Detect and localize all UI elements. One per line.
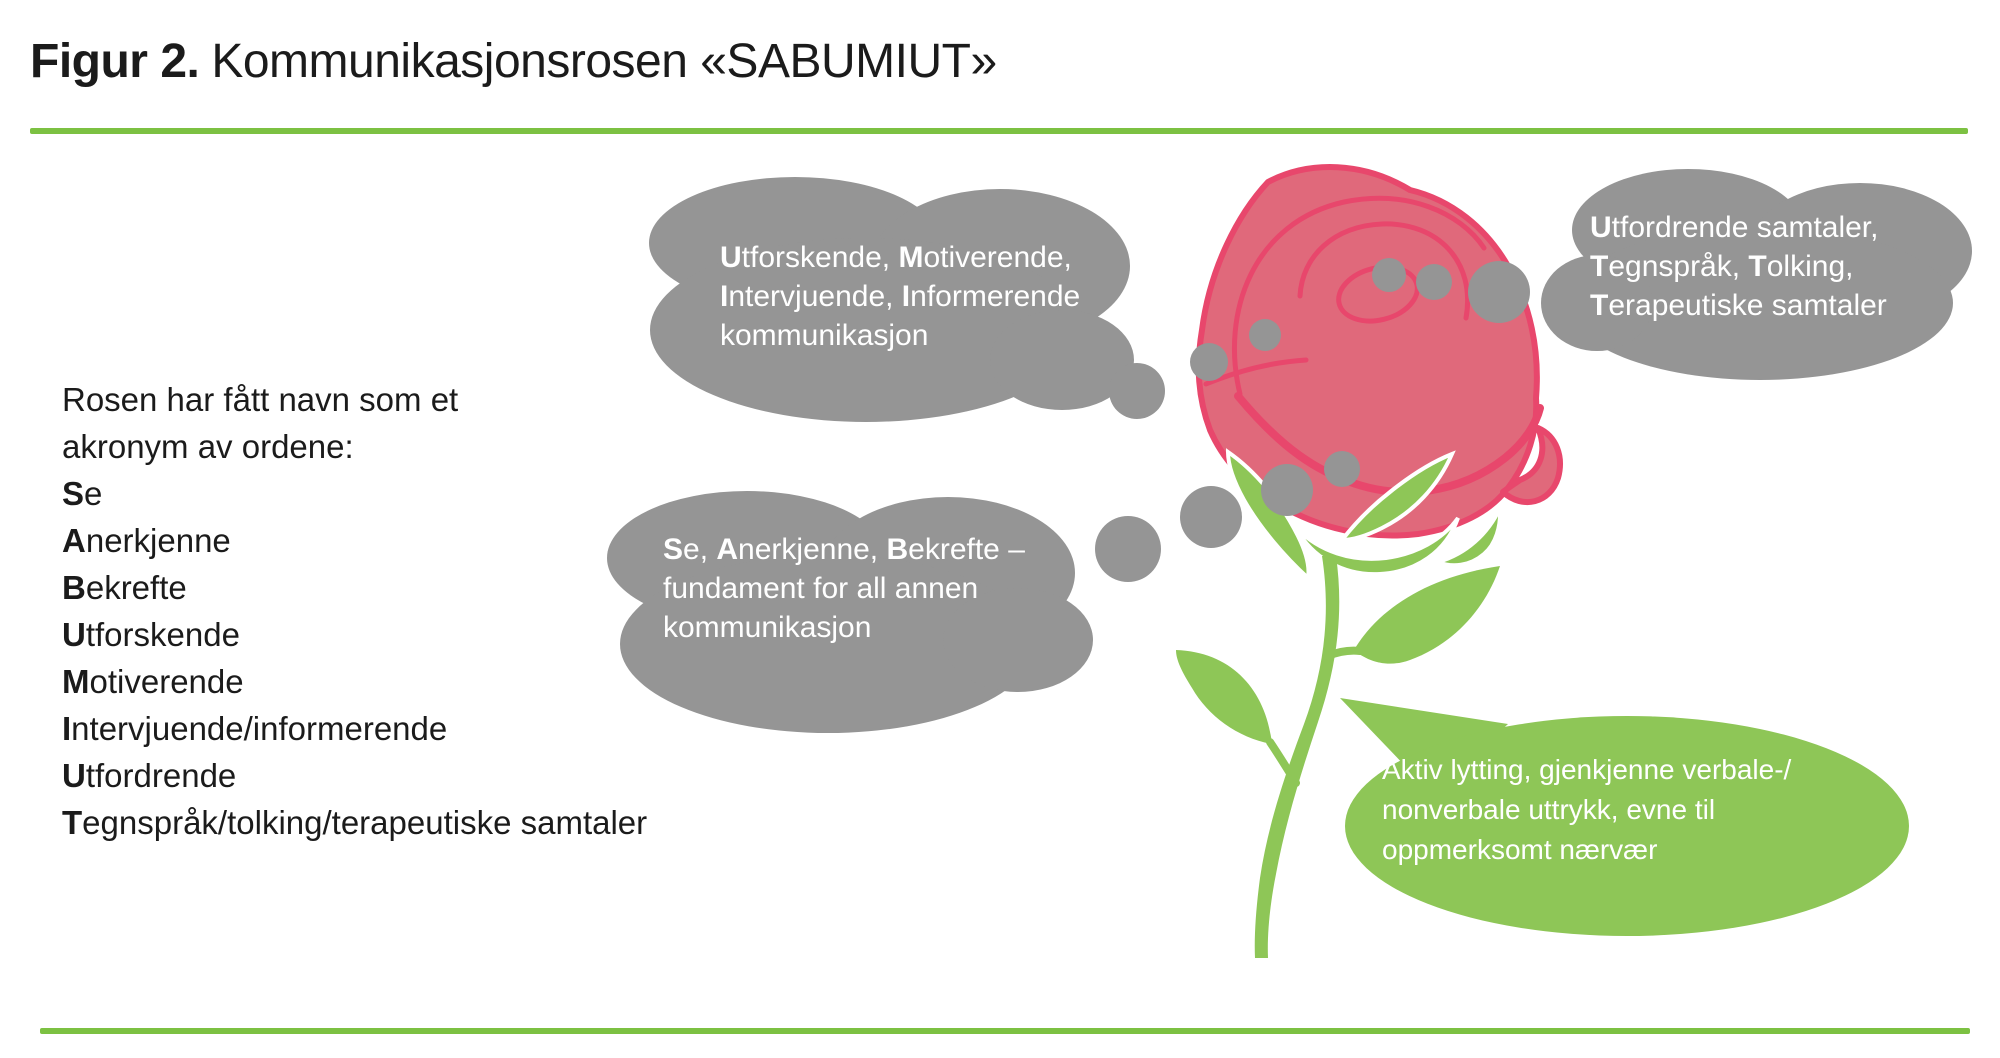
acronym-line: Bekrefte [62, 569, 187, 606]
acronym-line: Utfordrende [62, 757, 237, 794]
rose-stem-and-leaves [1176, 556, 1500, 958]
thought-dot [1249, 319, 1281, 351]
thought-dot [1468, 261, 1530, 323]
bubble-line: nonverbale uttrykk, evne til [1382, 794, 1716, 825]
cloud-line: Utforskende, Motiverende, [720, 241, 1072, 274]
cloud-right-text: Utfordrende samtaler, Tegnspråk, Tolking… [1590, 208, 1887, 325]
figure-title-text: Kommunikasjonsrosen «SABUMIUT» [211, 35, 997, 88]
speech-bubble-tail [1340, 698, 1508, 794]
cloud-line: kommunikasjon [663, 611, 872, 644]
speech-bubble-green [1340, 698, 1909, 936]
rose-leaf-lower-left [1176, 650, 1272, 744]
thought-dot-trail-upper [1109, 258, 1530, 419]
figure-label: Figur 2. [30, 35, 200, 88]
thought-dot-trail-lower [1095, 451, 1360, 582]
cloud-line: Terapeutiske samtaler [1590, 289, 1887, 322]
rose-leaf-upper-right [1354, 566, 1500, 664]
cloud-top-text: Utforskende, Motiverende, Intervjuende, … [720, 238, 1080, 355]
rose-swirl [1203, 357, 1309, 387]
thought-dot [1372, 258, 1406, 292]
thought-dot [1180, 486, 1242, 548]
cloud-line: fundament for all annen [663, 572, 979, 605]
acronym-line: Motiverende [62, 663, 244, 700]
cloud-blob [620, 555, 1036, 733]
rose-petal-curl [1500, 425, 1563, 506]
thought-cloud-top [649, 177, 1134, 422]
thought-dot [1261, 464, 1313, 516]
acronym-line: akronym av ordene: [62, 428, 354, 465]
rose-sepal-right [1337, 450, 1456, 543]
cloud-line: Tegnspråk, Tolking, [1590, 250, 1854, 283]
thought-cloud-right [1541, 169, 1972, 380]
thought-dot [1416, 264, 1452, 300]
cloud-blob [990, 310, 1134, 410]
cloud-line: Se, Anerkjenne, Bekrefte – [663, 533, 1025, 566]
rose-sepal-far-right [1432, 507, 1503, 568]
cloud-blob [943, 588, 1093, 692]
green-bubble-text: Aktiv lytting, gjenkjenne verbale-/ nonv… [1382, 750, 1791, 870]
thought-dot [1324, 451, 1360, 487]
top-divider-line [30, 128, 1968, 134]
acronym-line: Se [62, 475, 103, 512]
thought-dot [1190, 343, 1228, 381]
speech-bubble-body [1345, 716, 1909, 936]
acronym-line: Rosen har fått navn som et [62, 381, 459, 418]
cloud-middle-text: Se, Anerkjenne, Bekrefte – fundament for… [663, 530, 1025, 647]
cloud-blob [650, 238, 1082, 422]
bubble-line: Aktiv lytting, gjenkjenne verbale-/ [1382, 754, 1792, 785]
thought-dot [1095, 516, 1161, 582]
thought-dot [1109, 363, 1165, 419]
figure-title: Figur 2.Kommunikasjonsrosen «SABUMIUT» [30, 34, 997, 89]
rose-swirl [1231, 195, 1487, 397]
acronym-line: Intervjuende/informerende [62, 710, 448, 747]
cloud-line: Utfordrende samtaler, [1590, 211, 1879, 244]
thought-cloud-middle [607, 491, 1093, 733]
acronym-line: Utforskende [62, 616, 240, 653]
cloud-line: Intervjuende, Informerende [720, 280, 1081, 313]
cloud-blob [1567, 226, 1953, 380]
acronym-line: Tegnspråk/tolking/terapeutiske samtaler [62, 804, 648, 841]
leaf-petiole-upper [1324, 646, 1364, 660]
rose-stem [1254, 556, 1340, 958]
acronym-description: Rosen har fått navn som et akronym av or… [62, 376, 647, 846]
cloud-line: kommunikasjon [720, 319, 929, 352]
rose-swirl [1297, 221, 1470, 321]
bubble-line: oppmerksomt nærvær [1382, 834, 1658, 865]
bottom-divider-line [40, 1028, 1970, 1034]
acronym-line: Anerkjenne [62, 522, 231, 559]
cloud-blob [1541, 255, 1653, 351]
leaf-petiole-lower [1266, 738, 1300, 787]
